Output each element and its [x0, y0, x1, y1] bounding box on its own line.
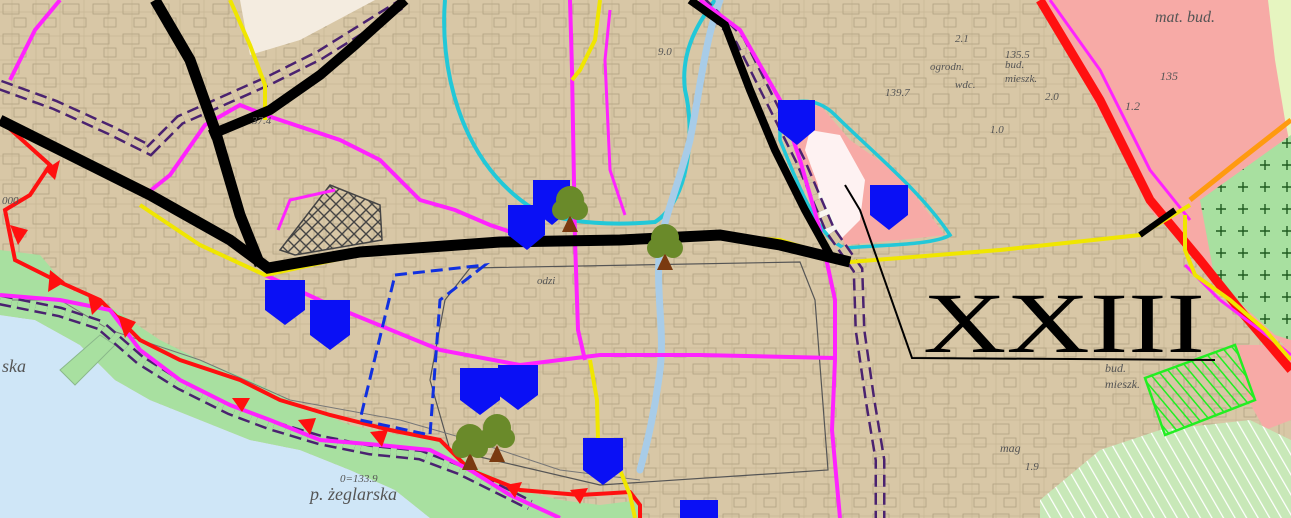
- dashed-blue-parcel: [358, 262, 491, 437]
- label-el-374: 37.4: [251, 115, 272, 127]
- black-road-east: [687, 0, 834, 257]
- label-el-10: 1.0: [990, 124, 1004, 136]
- label-mieszk-1: mieszk.: [1105, 377, 1140, 391]
- black-road-diag: [208, 0, 409, 140]
- light-green-zone: [1268, 0, 1291, 150]
- blue-marker: [680, 500, 718, 518]
- label-lake-fragment: ska: [2, 356, 26, 376]
- label-bud-1: bud.: [1105, 361, 1126, 375]
- light-parcel: [240, 0, 375, 55]
- white-parcel-xxiii: [805, 130, 865, 245]
- label-wdc: wdc.: [955, 79, 975, 91]
- magenta-road-left: [8, 0, 62, 81]
- purple-chain-top-inner: [0, 2, 402, 154]
- hatched-parcel: [278, 184, 383, 256]
- yellow-road-b: [570, 0, 602, 82]
- yellow-road-e: [1183, 215, 1291, 362]
- label-el-135: 135: [1160, 69, 1178, 83]
- blue-marker: [508, 205, 545, 250]
- label-el-1339: 0=133.9: [340, 473, 378, 485]
- thin-outline-coast: [0, 299, 641, 481]
- pink-zone-lower: [1235, 345, 1291, 430]
- label-el-90: 9.0: [658, 46, 672, 58]
- blue-markers: [265, 100, 908, 518]
- label-el-12: 1.2: [1125, 99, 1140, 113]
- magenta-road-a: [143, 102, 266, 197]
- hatched-white-zone: [1040, 420, 1291, 518]
- label-mag: mag: [1000, 441, 1021, 455]
- blue-marker: [310, 300, 350, 350]
- tree-icon: [479, 414, 515, 462]
- orange-line: [1188, 118, 1291, 202]
- label-mat-bud: mat. bud.: [1155, 9, 1215, 26]
- blue-marker: [778, 100, 815, 145]
- magenta-road-f: [276, 188, 336, 231]
- red-triangle-markers: [10, 160, 588, 504]
- blue-marker: [265, 280, 305, 325]
- purple-chain-right-inner: [697, 0, 883, 518]
- blue-marker: [498, 365, 538, 410]
- thin-outline-center: [429, 261, 829, 486]
- black-road-right: [1138, 207, 1177, 238]
- label-el-19: 1.9: [1025, 461, 1039, 473]
- blue-marker: [460, 368, 500, 415]
- label-el-000: 000: [2, 195, 19, 207]
- label-el-1355: 135.5: [1005, 49, 1030, 61]
- bright-green-parcel: [1143, 343, 1257, 437]
- label-od: odzi: [537, 275, 555, 287]
- tree-icon: [647, 224, 683, 270]
- cyan-loop: [442, 0, 717, 226]
- magenta-road-e: [603, 9, 627, 216]
- label-el-20: 2.0: [1045, 91, 1059, 103]
- zone-leader-line: [844, 184, 1216, 361]
- label-el-21: 2.1: [955, 33, 969, 45]
- green-area-right-plus: [1200, 135, 1291, 340]
- magenta-road-b: [264, 113, 521, 237]
- red-boundary: [0, 118, 642, 518]
- tree-icon: [552, 186, 588, 232]
- yellow-road-a: [228, 0, 267, 120]
- lake: [0, 315, 430, 518]
- label-water-name: p. żeglarska: [308, 484, 397, 504]
- zone-label-xxiii: XXIII: [923, 275, 1205, 371]
- magenta-road-right-edge: [1048, 0, 1192, 221]
- green-shore-left: [0, 250, 640, 518]
- label-bud-2: bud.: [1005, 59, 1024, 71]
- black-road-main: [0, 115, 852, 274]
- label-mieszk-2: mieszk.: [1005, 73, 1037, 85]
- blue-marker: [870, 185, 908, 230]
- blue-marker: [583, 438, 623, 485]
- label-el-1397: 139.7: [885, 87, 910, 99]
- label-ogrod: ogrodn.: [930, 61, 964, 73]
